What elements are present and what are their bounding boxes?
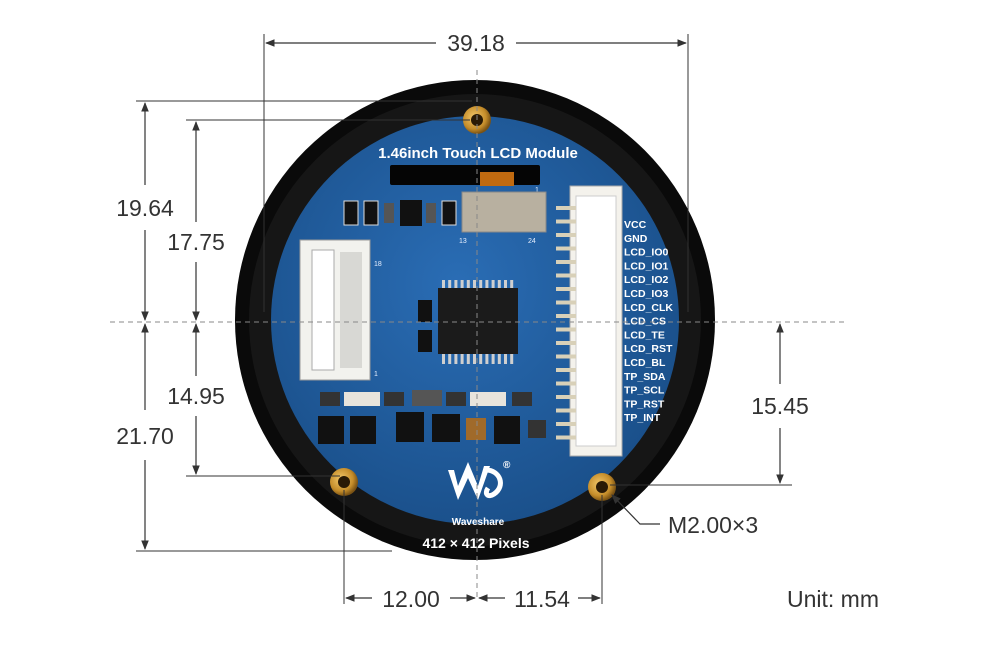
brand-text: Waveshare [452,517,505,528]
dim-right-hole: 15.45 [751,393,809,419]
silk-pin1: 1 [535,187,539,194]
dim-right-offset: 11.54 [514,586,570,612]
pin-label: LCD_IO2 [624,274,669,286]
svg-text:18: 18 [374,261,382,268]
pin-label: LCD_BL [624,357,666,369]
mounting-hole-left [330,468,358,496]
dim-top-outer: 19.64 [116,195,174,221]
waveshare-logo: ® Waveshare [448,460,511,528]
extension-lines [136,34,792,604]
hole-leader-line [611,494,660,525]
lcd-module-board: 1.46inch Touch LCD Module 1 13 24 18 1 [235,80,715,560]
dim-left-offset: 12.00 [382,586,440,612]
resolution-label: 412 × 412 Pixels [422,535,529,551]
pin-label: TP_SCL [624,385,665,397]
pin-label: LCD_IO3 [624,288,669,300]
pin-label: LCD_IO0 [624,247,669,259]
dim-hole-spec: M2.00×3 [668,512,758,538]
pin-label: TP_SDA [624,371,666,383]
pin-label: LCD_RST [624,343,673,355]
fpc-connector: 18 1 [299,239,382,381]
flash-chip [461,191,547,233]
pin-label: LCD_IO1 [624,260,669,272]
svg-text:1: 1 [374,371,378,378]
pin-label: GND [624,233,648,245]
svg-text:24: 24 [528,238,536,245]
pin-label: LCD_TE [624,329,665,341]
pin-labels: VCC GND LCD_IO0LCD_IO1LCD_IO2LCD_IO3LCD_CL… [624,219,673,424]
pin-label: LCD_CLK [624,302,673,314]
svg-text:®: ® [503,460,511,471]
pcb-title: 1.46inch Touch LCD Module [378,145,578,162]
dim-top-hole: 17.75 [167,229,225,255]
dim-bottom-outer: 21.70 [116,423,174,449]
dim-width: 39.18 [447,30,505,56]
top-passives [343,200,457,226]
bottom-circuitry [318,390,546,444]
pin-header [556,185,623,457]
svg-text:13: 13 [459,238,467,245]
unit-label: Unit: mm [787,586,879,612]
main-ic [438,280,518,364]
mounting-hole-right [588,473,616,501]
dim-bottom-hole: 14.95 [167,383,225,409]
pin-label: TP_INT [624,412,661,424]
pin-label: TP_RST [624,398,665,410]
pin-label: VCC [624,219,647,231]
